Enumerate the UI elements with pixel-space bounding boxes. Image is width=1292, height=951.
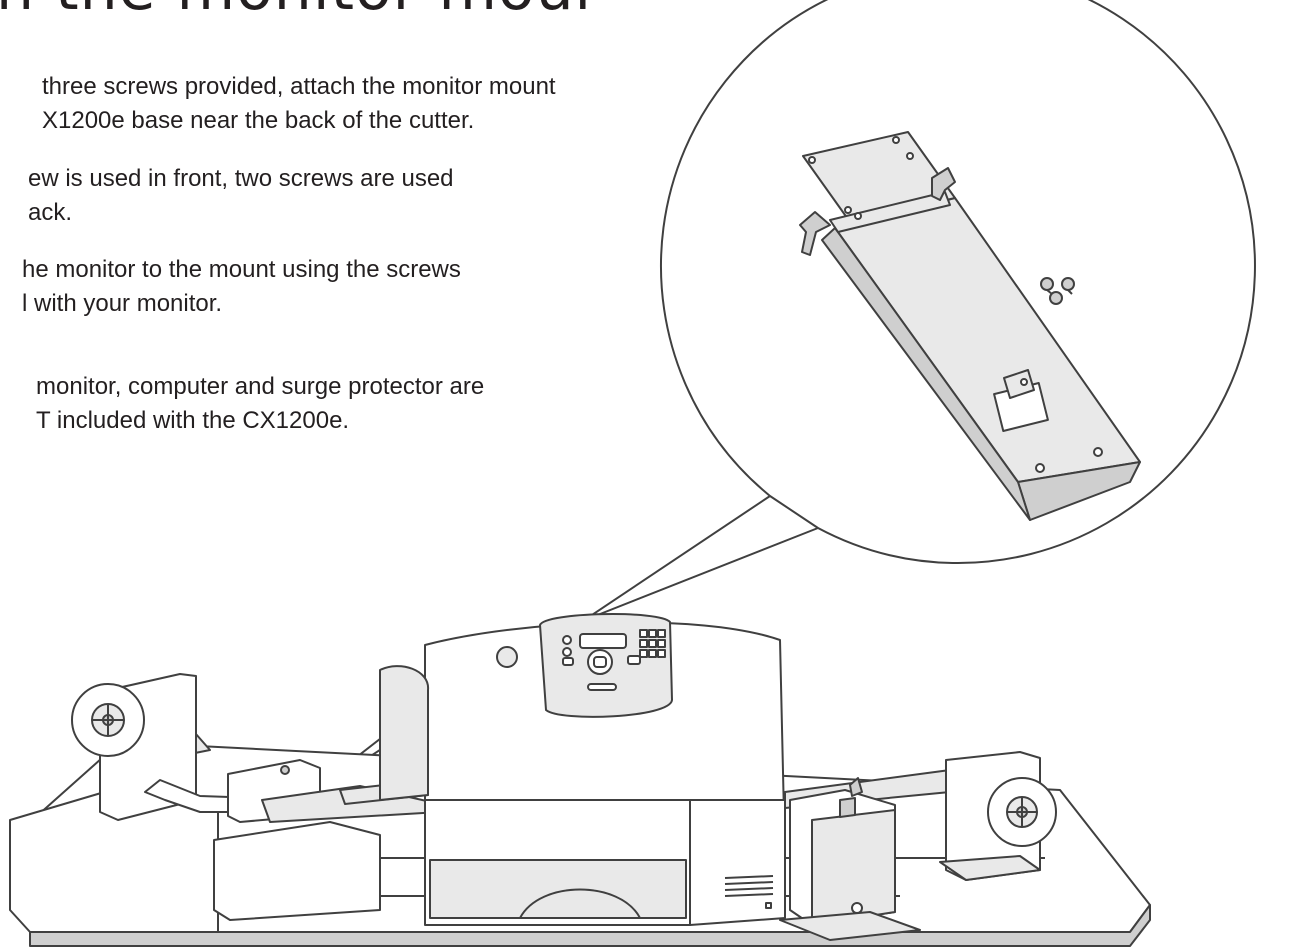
vent-icon [724, 875, 774, 897]
keypad-icon [639, 629, 666, 658]
monitor-mount-bracket [799, 131, 1141, 521]
power-button-icon [496, 646, 518, 668]
page-heading: n the monitor mount [0, 0, 596, 24]
instruction-step-3: he monitor to the mount using the screws… [22, 256, 461, 317]
printer [424, 613, 786, 926]
instruction-step-1: three screws provided, attach the monito… [42, 73, 556, 134]
instruction-step-2: ew is used in front, two screws are used… [28, 165, 454, 226]
knob-icon [799, 211, 831, 256]
right-guide-box [779, 777, 921, 941]
lcd-display [579, 633, 627, 649]
left-unwinder [9, 673, 261, 933]
screws-icon [1040, 277, 1075, 305]
right-rewinder [939, 751, 1057, 881]
instruction-step-4: monitor, computer and surge protector ar… [36, 373, 485, 434]
knob-icon [931, 167, 956, 201]
paper-tray [429, 859, 687, 919]
